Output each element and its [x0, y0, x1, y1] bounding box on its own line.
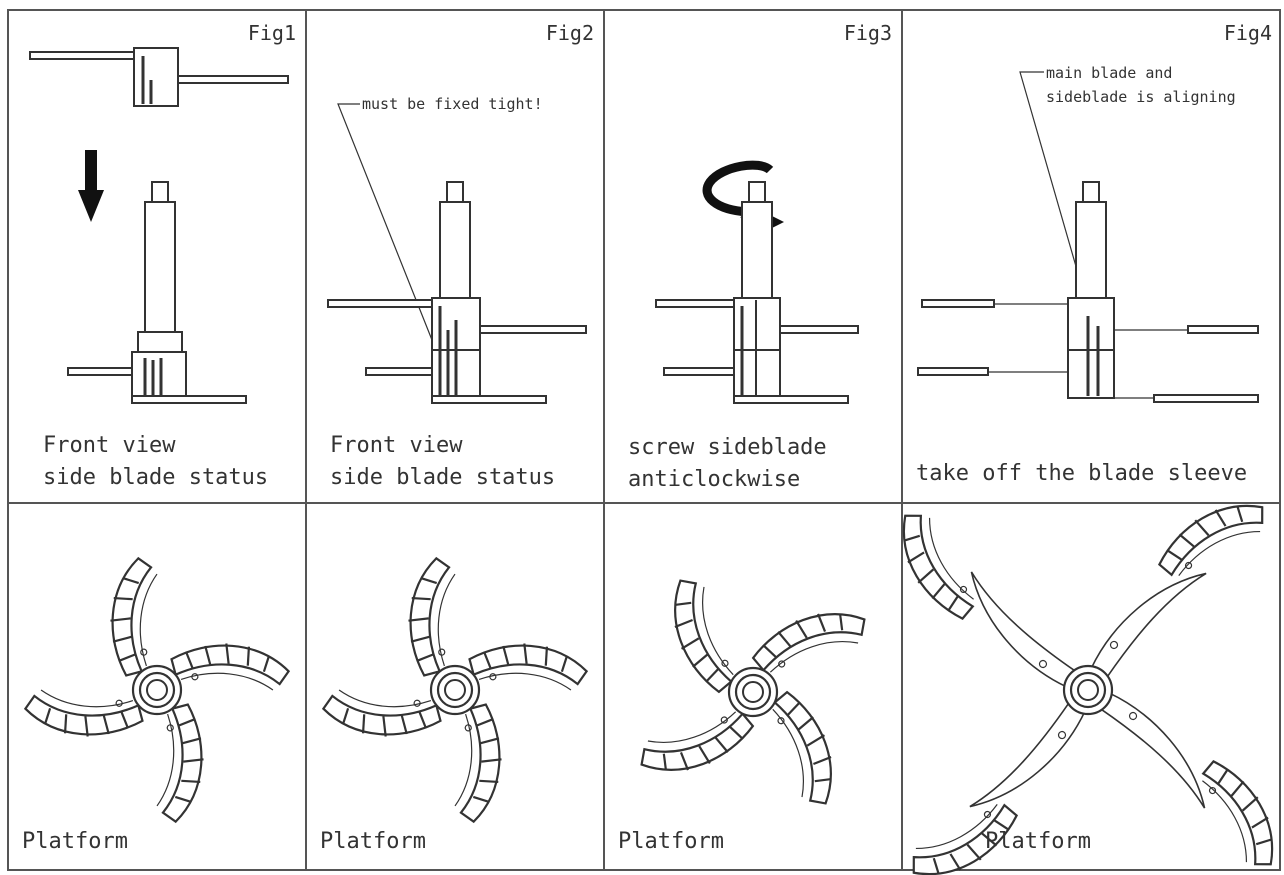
shaft-assembly-drawing: [655, 181, 859, 404]
platform-1: [20, 553, 294, 827]
shaft-assembly-drawing: [327, 181, 587, 404]
platform-caption: Platform: [618, 829, 724, 854]
platform-3: [631, 570, 875, 814]
blade-set-drawing: [20, 553, 294, 827]
platform-4: [874, 476, 1284, 875]
fig1-panel: Fig1 Front view side blade status: [29, 21, 296, 490]
callout-line: [337, 103, 433, 341]
caption-line: take off the blade sleeve: [916, 461, 1247, 486]
shaft-assembly-drawing: [67, 181, 247, 404]
figure-label: Fig1: [248, 21, 296, 45]
fig2-panel: Fig2 must be fixed tight! Front view sid…: [327, 21, 594, 490]
figure-label: Fig4: [1224, 21, 1272, 45]
platform-2: [318, 553, 592, 827]
caption-line: screw sideblade: [628, 435, 827, 460]
diagram-frame: [7, 9, 1281, 871]
blade-set-drawing: [631, 570, 875, 814]
platform-caption: Platform: [22, 829, 128, 854]
caption-line: Front view: [43, 433, 176, 458]
caption-line: Front view: [330, 433, 463, 458]
fig4-panel: Fig4 main blade and sideblade is alignin…: [916, 21, 1272, 486]
shaft-assembly-drawing: [917, 181, 1259, 403]
platform-caption: Platform: [320, 829, 426, 854]
alignment-lines: [988, 303, 1188, 399]
blade-sleeve-drawing: [29, 47, 289, 107]
fig3-panel: Fig3 screw sideblade anticlockwise: [628, 21, 892, 492]
figure-label: Fig2: [546, 21, 594, 45]
callout-line: [1019, 71, 1093, 323]
callout-note: main blade and: [1046, 64, 1172, 82]
blade-set-drawing: [318, 553, 592, 827]
callout-note: must be fixed tight!: [362, 95, 543, 113]
caption-line: side blade status: [330, 465, 555, 490]
platform-caption: Platform: [985, 829, 1091, 854]
down-arrow-icon: [78, 150, 104, 222]
figure-label: Fig3: [844, 21, 892, 45]
caption-line: anticlockwise: [628, 467, 800, 492]
caption-line: side blade status: [43, 465, 268, 490]
callout-note: sideblade is aligning: [1046, 88, 1236, 106]
